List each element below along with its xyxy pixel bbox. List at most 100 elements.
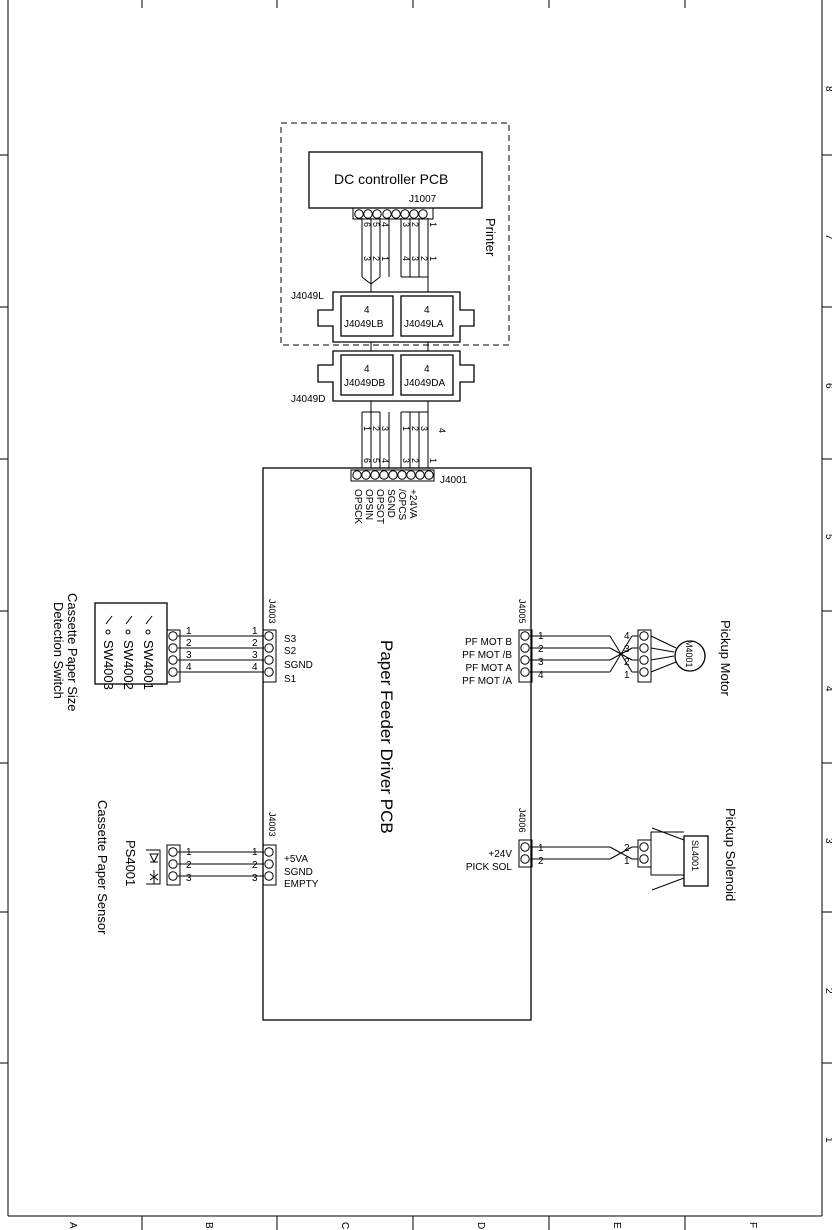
wire-pin: 4: [186, 662, 192, 673]
row-number: 8: [823, 86, 832, 92]
j4001-pin: 6: [362, 458, 372, 463]
relay-connectors: J4049L 4 J4049LB 4 J4049LA 4 J4049DB 4 J…: [291, 291, 475, 405]
cable-pin: 3: [410, 256, 420, 261]
j4001-signal: /OPCS: [396, 489, 407, 520]
j4001-signal: OPSCK: [352, 489, 363, 524]
j4001-pin: 4: [380, 458, 390, 463]
row-number: 2: [823, 988, 832, 994]
pickup-solenoid: 1 2 2 1 SL4001 Pickup Solenoid: [530, 808, 738, 901]
row-number: 7: [823, 234, 832, 240]
solenoid-title: Pickup Solenoid: [723, 808, 738, 901]
j4005-signal: PF MOT A: [466, 663, 513, 674]
switch-name: SW4003: [101, 640, 116, 690]
switch-name: SW4001: [141, 640, 156, 690]
switch-title: Detection Switch: [51, 602, 66, 699]
wire-pin: 2: [624, 843, 630, 854]
j1007-label: J1007: [409, 194, 437, 205]
j4001-label: J4001: [440, 475, 468, 486]
row-number: 3: [823, 838, 832, 844]
cable-pin: 1: [380, 256, 390, 261]
wire-pin: 4: [624, 631, 630, 642]
j4001-connector: [352, 470, 434, 480]
j4006-signal: +24V: [488, 849, 512, 860]
j4001-pin: 2: [410, 458, 420, 463]
sensor-name: PS4001: [123, 840, 138, 886]
column-letter: E: [611, 1222, 622, 1229]
wire-pin: 3: [252, 873, 258, 884]
wire-pin: 1: [252, 847, 258, 858]
j1007-pin: 4: [380, 222, 390, 227]
j4006-signal: PICK SOL: [466, 862, 513, 873]
cable-pin: 4: [401, 256, 411, 261]
paper-feeder-driver-pcb: Paper Feeder Driver PCB J4001 6 5 4 3 2 …: [262, 458, 533, 1021]
cable-pin: 1: [428, 256, 438, 261]
cable-pin: 2: [410, 426, 420, 431]
wire-pin: 1: [186, 626, 192, 637]
wire-pin: 1: [624, 670, 630, 681]
j4001-signal: SGND: [385, 489, 396, 518]
j4003-signal: SGND: [284, 867, 313, 878]
j4049db-count: 4: [364, 364, 370, 375]
wire-pin: 1: [538, 631, 544, 642]
column-letter: A: [67, 1222, 78, 1229]
size-detection-switch: SW4001 SW4002 SW4003 Cassette Paper Size…: [51, 593, 264, 712]
column-letter: B: [203, 1222, 214, 1229]
printer-label: Printer: [483, 218, 498, 257]
wire-pin: 2: [186, 638, 192, 649]
printer-cable: [361, 218, 429, 293]
wire-pin: 3: [186, 650, 192, 661]
solenoid-name: SL4001: [690, 840, 700, 871]
switch-title: Cassette Paper Size: [65, 593, 80, 712]
j4049db-label: J4049DB: [344, 378, 385, 389]
cable-pin: 2: [371, 256, 381, 261]
j4003-label: J4003: [267, 812, 277, 837]
j4001-signal: OPSOT: [374, 489, 385, 524]
wire-pin: 2: [252, 638, 258, 649]
cable-pin: 2: [371, 426, 381, 431]
j4005-label: J4005: [517, 599, 527, 624]
j1007-pin: 3: [401, 222, 411, 227]
cable-pin: 3: [362, 256, 372, 261]
j1007-pin: 5: [371, 222, 381, 227]
j4001-pin: 1: [428, 458, 438, 463]
j4049l-label: J4049L: [291, 291, 324, 302]
row-number: 6: [823, 383, 832, 389]
cable-pin: 1: [401, 426, 411, 431]
cable-pin: 4: [437, 428, 447, 433]
j4003-sensor-connector: [264, 847, 274, 881]
wire-pin: 2: [252, 860, 258, 871]
wire-pin: 1: [186, 847, 192, 858]
j4049lb-count: 4: [364, 305, 370, 316]
sensor-title: Cassette Paper Sensor: [95, 800, 110, 935]
j1007-pin: 1: [428, 222, 438, 227]
wire-pin: 2: [538, 644, 544, 655]
wire-pin: 3: [624, 644, 630, 655]
cable-pin: 1: [362, 426, 372, 431]
wire-pin: 1: [252, 626, 258, 637]
j4049da-count: 4: [424, 364, 430, 375]
printer-boundary: [280, 122, 510, 346]
pcb-title: Paper Feeder Driver PCB: [377, 640, 396, 834]
column-letter: C: [339, 1222, 350, 1229]
column-letter: F: [747, 1222, 758, 1228]
wire-pin: 4: [252, 662, 258, 673]
paper-sensor: PS4001 Cassette Paper Sensor 1 2 3 1 2 3: [95, 800, 264, 935]
j4003-signal: S1: [284, 674, 297, 685]
j4003-signal: S2: [284, 646, 297, 657]
j4005-signal: PF MOT /B: [462, 650, 512, 661]
cable-pin: 2: [419, 256, 429, 261]
pickup-motor: 1 2 3 4 4 3 2 1 M4001 Pickup Motor: [530, 620, 733, 697]
column-letter: D: [475, 1222, 486, 1229]
wire-pin: 3: [252, 650, 258, 661]
cable-pin: 3: [380, 426, 390, 431]
j4006-label: J4006: [517, 808, 527, 833]
j4049lb-label: J4049LB: [344, 319, 384, 330]
wire-pin: 3: [186, 873, 192, 884]
cable-pin: 3: [419, 426, 429, 431]
j4005-connector: [520, 631, 530, 677]
feeder-cable: 1 2 3 1 2 3 4: [361, 401, 447, 470]
motor-name: M4001: [684, 640, 694, 668]
wire-pin: 1: [624, 856, 630, 867]
j4006-connector: [520, 842, 530, 864]
